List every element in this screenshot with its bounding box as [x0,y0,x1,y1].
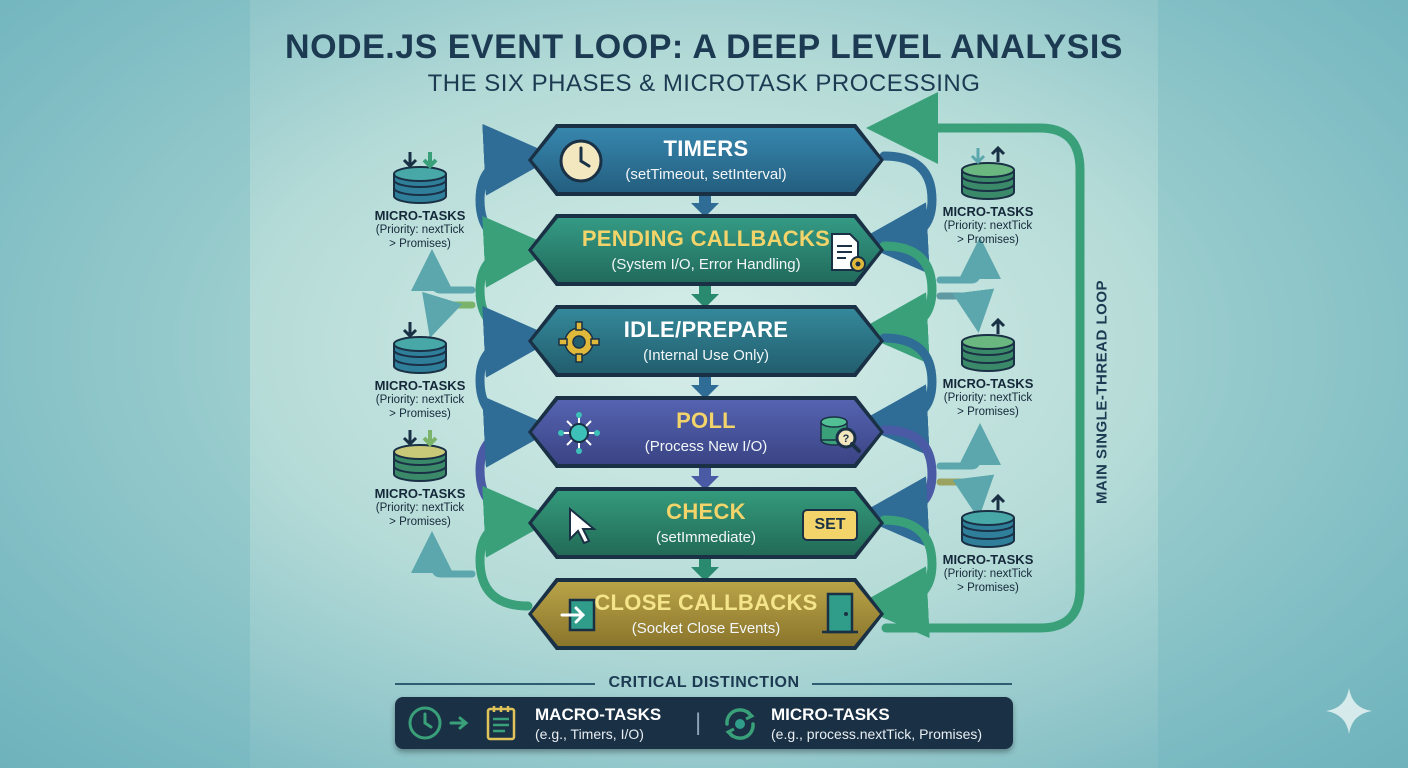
microtask-group-right-3: MICRO-TASKS (Priority: nextTick > Promis… [928,492,1048,595]
macro-tasks-title: MACRO-TASKS [535,705,662,724]
database-download-icon [393,430,447,482]
microtask-note-line1: (Priority: nextTick [943,220,1033,232]
microtask-group-left-3: MICRO-TASKS (Priority: nextTick > Promis… [360,426,480,529]
phase-title: CHECK [666,499,746,524]
phase-title: IDLE/PREPARE [623,317,789,342]
microtask-note-line2: > Promises) [957,582,1019,594]
critical-heading: CRITICAL DISTINCTION [608,674,800,691]
document-gear-icon [824,230,870,276]
macro-tasks-note: (e.g., Timers, I/O) [535,726,644,742]
critical-distinction-legend: MACRO-TASKS (e.g., Timers, I/O) | MICRO-… [395,697,1013,749]
divider-left [395,683,595,685]
svg-text:?: ? [843,433,850,445]
phase-subtitle: (setTimeout, setInterval) [625,166,787,183]
phase-check: CHECK (setImmediate) SET [528,487,884,559]
exit-icon [556,592,602,638]
microtask-label: MICRO-TASKS [942,376,1034,391]
phase-pending-callbacks: PENDING CALLBACKS (System I/O, Error Han… [528,214,884,286]
microtask-note-line1: (Priority: nextTick [375,502,465,514]
microtask-label: MICRO-TASKS [942,552,1034,567]
microtask-note-line1: (Priority: nextTick [943,392,1033,404]
main-loop-arrow [866,92,1085,633]
microtask-label: MICRO-TASKS [374,208,466,223]
micro-tasks-title: MICRO-TASKS [771,705,890,724]
microtask-label: MICRO-TASKS [374,486,466,501]
sparkle-icon [1326,688,1372,734]
database-upload-icon [961,493,1015,548]
set-badge: SET [802,509,858,541]
phase-subtitle: (Internal Use Only) [643,347,769,364]
phase-poll: POLL (Process New I/O) ? [528,396,884,468]
arrow-right-icon [449,716,469,730]
divider-right [812,683,1012,685]
phase-subtitle: (setImmediate) [655,529,757,546]
microtask-note-line1: (Priority: nextTick [375,394,465,406]
legend-separator: | [695,709,702,736]
micro-tasks-note: (e.g., process.nextTick, Promises) [771,726,983,742]
left-microtask-arrows [411,249,476,578]
database-download-icon [393,322,447,374]
microtask-group-right-2: MICRO-TASKS (Priority: nextTick > Promis… [928,316,1048,419]
microtask-note-line2: > Promises) [957,234,1019,246]
left-loops [475,123,556,611]
database-upload-icon [961,317,1015,372]
left-side-band [0,0,250,768]
network-node-icon [556,410,602,456]
task-list-icon [486,706,516,741]
right-side-band [1158,0,1408,768]
down-arrows [691,193,719,581]
microtask-note-line2: > Promises) [389,408,451,420]
phase-timers: TIMERS (setTimeout, setInterval) [528,124,884,196]
microtask-note-line2: > Promises) [389,238,451,250]
clock-icon [558,138,604,184]
microtask-group-left-2: MICRO-TASKS (Priority: nextTick > Promis… [360,318,480,421]
microtask-note-line2: > Promises) [389,516,451,528]
phase-title: PENDING CALLBACKS [581,226,831,251]
cycle-icon [725,708,755,740]
door-icon [818,590,864,636]
phase-subtitle: (Socket Close Events) [631,620,781,637]
phase-idle-prepare: IDLE/PREPARE (Internal Use Only) [528,305,884,377]
gear-icon [556,319,602,365]
right-microtask-arrows [936,237,1001,519]
phase-close-callbacks: CLOSE CALLBACKS (Socket Close Events) [528,578,884,650]
clock-icon [408,706,442,740]
cursor-icon [558,501,604,547]
microtask-note-line2: > Promises) [957,406,1019,418]
phase-title: POLL [676,408,736,433]
phase-title: TIMERS [663,136,749,161]
phase-title: CLOSE CALLBACKS [594,590,818,615]
database-upload-icon [961,145,1015,200]
phase-subtitle: (System I/O, Error Handling) [611,256,801,273]
phase-subtitle: (Process New I/O) [644,438,768,455]
microtask-group-right-1: MICRO-TASKS (Priority: nextTick > Promis… [928,144,1048,247]
diagram-title: NODE.JS EVENT LOOP: A DEEP LEVEL ANALYSI… [285,28,1123,66]
microtask-label: MICRO-TASKS [942,204,1034,219]
microtask-group-left-1: MICRO-TASKS (Priority: nextTick > Promis… [360,148,480,251]
microtask-note-line1: (Priority: nextTick [375,224,465,236]
microtask-note-line1: (Priority: nextTick [943,568,1033,580]
database-search-icon: ? [816,410,862,456]
main-loop-label: MAIN SINGLE-THREAD LOOP [1093,280,1111,504]
database-download-icon [393,152,447,204]
microtask-label: MICRO-TASKS [374,378,466,393]
right-loops [856,151,937,639]
